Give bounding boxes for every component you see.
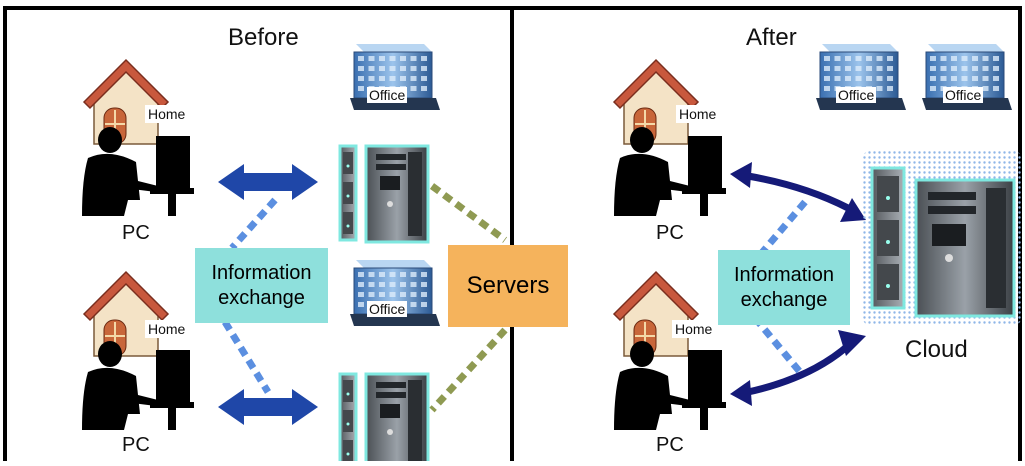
pc-label-after-bottom: PC xyxy=(656,434,684,456)
office-label-before-top: Office xyxy=(367,87,408,103)
info-exchange-line1: Information xyxy=(211,261,312,284)
info-exchange-line1: Information xyxy=(733,263,835,286)
pc-user-icon xyxy=(82,341,194,430)
home-label-after-top: Home xyxy=(676,105,720,123)
server-icon xyxy=(338,144,430,244)
house-icon xyxy=(82,270,170,357)
pc-label-before-bottom: PC xyxy=(122,434,150,456)
info-exchange-box-before: Information exchange xyxy=(195,248,328,323)
servers-box: Servers xyxy=(448,245,568,327)
before-dotted-links xyxy=(222,183,508,413)
cloud-label: Cloud xyxy=(905,336,968,363)
office-label-before-bottom: Office xyxy=(367,301,408,317)
pc-user-icon xyxy=(614,127,726,216)
house-icon xyxy=(612,270,700,357)
home-label-before-bottom: Home xyxy=(145,320,189,338)
pc-user-icon xyxy=(614,341,726,430)
pc-label-before-top: PC xyxy=(122,222,150,244)
office-label-after-right: Office xyxy=(943,87,984,103)
before-heading: Before xyxy=(228,24,299,51)
after-heading: After xyxy=(746,24,797,51)
info-exchange-box-after: Information exchange xyxy=(718,250,850,325)
office-building-icon xyxy=(922,44,1012,110)
after-arrowheads xyxy=(730,162,866,406)
office-building-icon xyxy=(816,44,906,110)
after-curved-arrows xyxy=(744,172,854,396)
office-label-after-left: Office xyxy=(836,87,877,103)
after-dotted-links xyxy=(752,199,808,375)
home-label-after-bottom: Home xyxy=(672,320,716,338)
cloud-server-icon xyxy=(862,150,1022,326)
pc-user-icon xyxy=(82,127,194,216)
server-icon xyxy=(338,372,430,466)
home-label-before-top: Home xyxy=(145,105,189,123)
before-double-arrows xyxy=(218,164,318,425)
info-exchange-line2: exchange xyxy=(218,286,305,309)
info-exchange-line2: exchange xyxy=(740,288,828,311)
house-icon xyxy=(612,58,700,145)
pc-label-after-top: PC xyxy=(656,222,684,244)
house-icon xyxy=(82,58,170,145)
